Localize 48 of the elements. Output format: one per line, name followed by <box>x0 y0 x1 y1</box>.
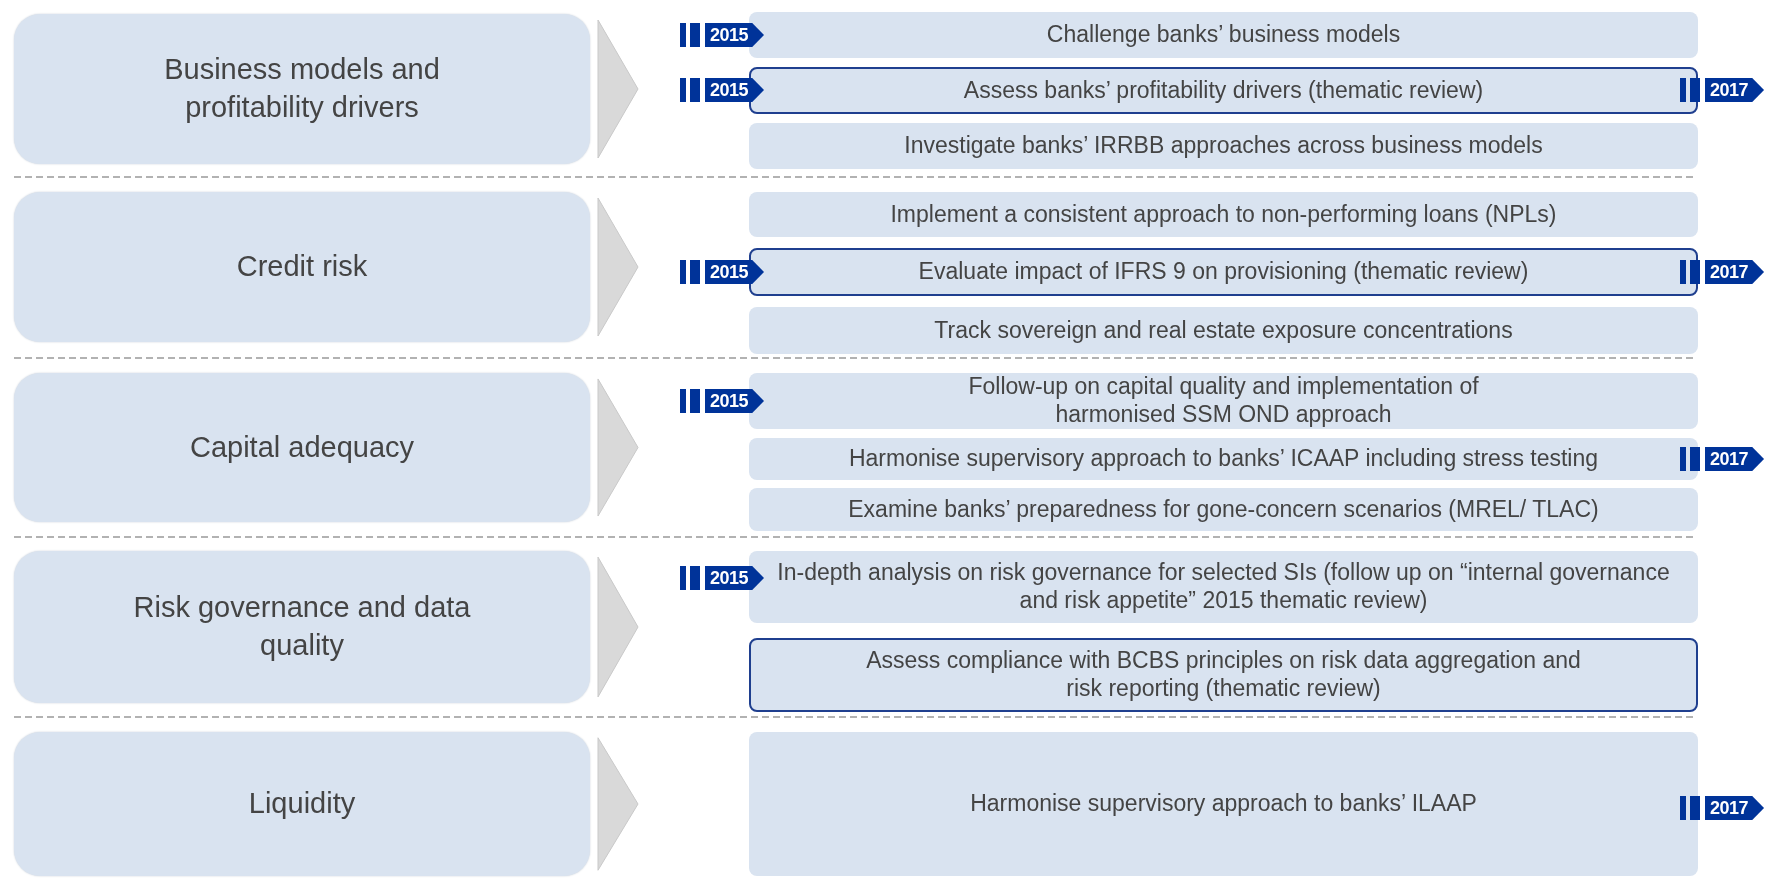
category-label: Capital adequacy <box>189 429 415 465</box>
task-label: Assess banks’ profitability drivers (thematic review) <box>963 76 1484 105</box>
task-box <box>749 67 1698 114</box>
task-box <box>749 551 1698 623</box>
year-tag: 2015 <box>705 260 765 284</box>
task-label: Assess compliance with BCBS principles on risk data aggregation and risk reporting (thematic review) <box>865 647 1582 703</box>
year-tag: 2015 <box>705 23 765 47</box>
task-box <box>749 192 1698 237</box>
task-label: Examine banks’ preparedness for gone-concern scenarios (MREL/ TLAC) <box>848 495 1599 524</box>
task-label: In-depth analysis on risk governance for selected SIs (follow up on “internal governance and risk appetite” 2015 thematic review) <box>776 559 1671 615</box>
task-box <box>749 732 1698 876</box>
task-box <box>749 638 1698 712</box>
task-label: Challenge banks’ business models <box>1046 21 1401 49</box>
task-label: Investigate banks’ IRRBB approaches across business models <box>904 132 1543 160</box>
category-label: Business models and profitability drivers <box>163 52 441 125</box>
category-box <box>14 14 590 164</box>
task-label: Harmonise supervisory approach to banks’ ILAAP <box>970 790 1477 818</box>
chevron-arrow <box>597 197 639 337</box>
task-box <box>749 123 1698 169</box>
task-label: Evaluate impact of IFRS 9 on provisioning (thematic review) <box>918 258 1529 286</box>
year-tag: 2015 <box>705 389 765 413</box>
chevron-arrow <box>597 556 639 698</box>
category-box <box>14 551 590 703</box>
year-tag: 2017 <box>1705 78 1765 102</box>
year-tag: 2017 <box>1705 447 1765 471</box>
category-box <box>14 192 590 342</box>
task-box <box>749 488 1698 531</box>
year-tag: 2015 <box>705 78 765 102</box>
task-box <box>749 12 1698 58</box>
task-box <box>749 248 1698 296</box>
category-label: Risk governance and data quality <box>132 590 472 663</box>
task-label: Track sovereign and real estate exposure concentrations <box>934 316 1513 345</box>
task-box <box>749 307 1698 354</box>
task-box <box>749 438 1698 480</box>
task-label: Implement a consistent approach to non-performing loans (NPLs) <box>890 200 1557 229</box>
chevron-arrow <box>597 378 639 517</box>
task-label: Harmonise supervisory approach to banks’ ICAAP including stress testing <box>848 445 1599 473</box>
category-box <box>14 373 590 522</box>
category-box <box>14 732 590 876</box>
task-box <box>749 373 1698 429</box>
year-tag: 2017 <box>1705 796 1765 820</box>
category-label: Liquidity <box>248 786 356 822</box>
chevron-arrow <box>597 737 639 871</box>
task-label: Follow-up on capital quality and implementation of harmonised SSM OND approach <box>967 373 1480 429</box>
year-tag: 2017 <box>1705 260 1765 284</box>
year-tag: 2015 <box>705 566 765 590</box>
category-label: Credit risk <box>236 249 368 285</box>
chevron-arrow <box>597 19 639 159</box>
